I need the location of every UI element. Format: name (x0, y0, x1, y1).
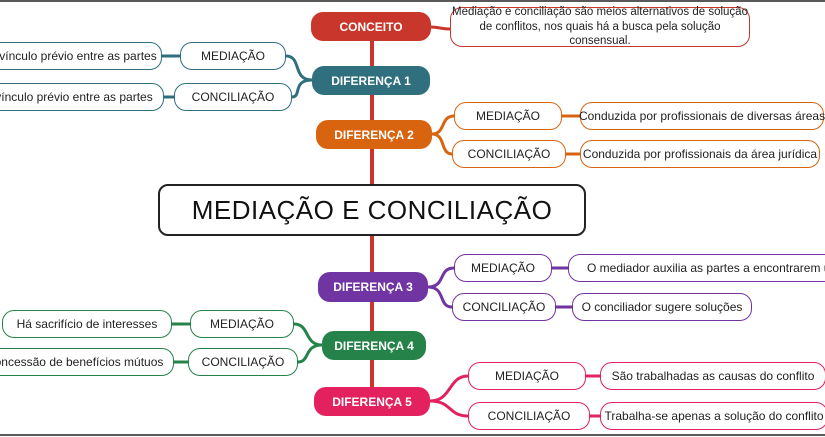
link-d3-conciliacao (427, 285, 453, 309)
link-d5-mediacao (429, 374, 469, 403)
link-conceito-text (429, 25, 451, 31)
d2-mediacao-node[interactable]: MEDIAÇÃO (454, 102, 562, 130)
d5-mediacao-node[interactable]: MEDIAÇÃO (468, 362, 586, 390)
d4-mediacao-text[interactable]: Há sacrifício de interesses (2, 310, 172, 338)
d3-conciliacao-text[interactable]: O conciliador sugere soluções (572, 293, 752, 321)
d3-conciliacao-node[interactable]: CONCILIAÇÃO (452, 293, 556, 321)
d2-conciliacao-node[interactable]: CONCILIAÇÃO (452, 140, 566, 168)
link-d1-conciliacao (291, 78, 313, 99)
d5-conciliacao-node[interactable]: CONCILIAÇÃO (468, 402, 590, 430)
diferenca-3-node[interactable]: DIFERENÇA 3 (318, 272, 428, 302)
d2-conciliacao-text[interactable]: Conduzida por profissionais da área jurí… (580, 140, 820, 168)
conceito-text[interactable]: Mediação e conciliação são meios alterna… (450, 6, 750, 47)
d1-mediacao-node[interactable]: MEDIAÇÃO (180, 42, 286, 70)
diferenca-2-node[interactable]: DIFERENÇA 2 (316, 120, 432, 149)
link-d4-conciliacao (297, 343, 323, 364)
d5-mediacao-text[interactable]: São trabalhadas as causas do conflito (600, 362, 825, 390)
diferenca-4-node[interactable]: DIFERENÇA 4 (322, 331, 426, 360)
d4-mediacao-node[interactable]: MEDIAÇÃO (190, 310, 294, 338)
d3-mediacao-text[interactable]: O mediador auxilia as partes a encontrar… (568, 254, 825, 282)
link-d2-conciliacao (431, 132, 453, 156)
link-d2-mediacao (431, 114, 455, 136)
d3-mediacao-node[interactable]: MEDIAÇÃO (454, 254, 552, 282)
d5-conciliacao-text[interactable]: Trabalha-se apenas a solução do conflito (600, 402, 825, 430)
link-d5-conciliacao (429, 399, 469, 418)
d2-mediacao-text[interactable]: Conduzida por profissionais de diversas … (579, 102, 825, 130)
diferenca-5-node[interactable]: DIFERENÇA 5 (314, 387, 430, 416)
d4-conciliacao-text[interactable]: concessão de benefícios mútuos (0, 348, 174, 376)
link-d1-mediacao (285, 54, 313, 82)
conceito-node[interactable]: CONCEITO (311, 12, 431, 41)
central-topic[interactable]: MEDIAÇÃO E CONCILIAÇÃO (158, 184, 586, 236)
d4-conciliacao-node[interactable]: CONCILIAÇÃO (188, 348, 298, 376)
link-d4-mediacao (293, 322, 323, 347)
d1-conciliacao-node[interactable]: CONCILIAÇÃO (174, 83, 292, 111)
d1-mediacao-text[interactable]: á vínculo prévio entre as partes (0, 42, 162, 70)
diferenca-1-node[interactable]: DIFERENÇA 1 (312, 66, 430, 95)
d1-conciliacao-text[interactable]: vínculo prévio entre as partes (0, 83, 164, 111)
link-d3-mediacao (427, 266, 455, 289)
